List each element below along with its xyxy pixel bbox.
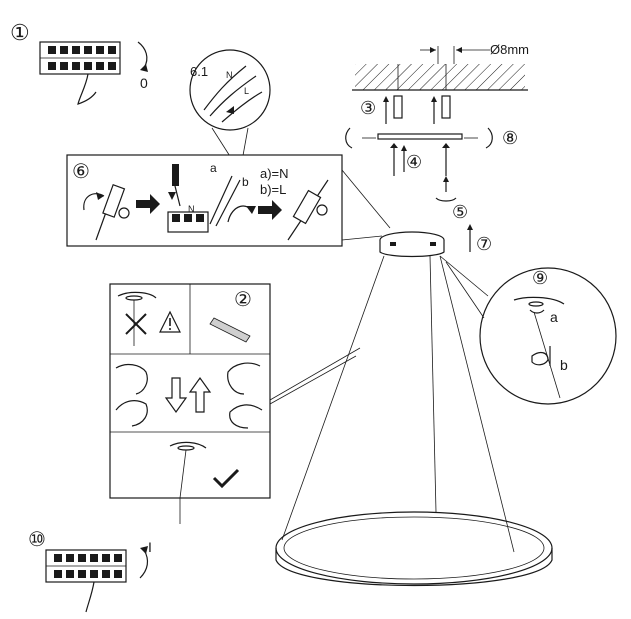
arrow-right-icon-2: [258, 200, 282, 220]
step-8-number: ⑧: [502, 128, 518, 148]
wall-plug-left: [393, 95, 403, 119]
arrow-up-icon: [188, 376, 212, 413]
step-6-wiring-panel: ⑥ N a b a)=N b)=L: [66, 154, 391, 247]
detail-6-1: 6.1 N L: [189, 49, 271, 173]
step-7-number: ⑦: [476, 234, 492, 254]
hand-left-top: [115, 363, 148, 395]
switch-on-label: I: [148, 539, 152, 555]
wire-l-label: L: [244, 86, 249, 96]
pendant-lamp: [275, 231, 553, 587]
wire-b-label: b: [242, 175, 249, 189]
hand-right-bottom: [229, 404, 263, 429]
hand-right-top: [227, 362, 261, 395]
wall-plug-right: [441, 95, 451, 119]
step-5-number: ⑤: [452, 202, 468, 222]
switch-off-label: 0: [140, 75, 148, 91]
ceiling-hatch: [355, 64, 525, 90]
screw-rotate-icon: [435, 197, 457, 202]
step-6-number: ⑥: [72, 161, 90, 183]
step-4-number: ④: [406, 152, 422, 172]
step-2-number: ②: [234, 289, 252, 311]
drill-diameter: Ø8mm: [490, 42, 529, 57]
wire-1: [281, 255, 385, 541]
step-3-number: ③: [360, 98, 376, 118]
wire-n-label: N: [226, 70, 233, 80]
step-6-1-number: 6.1: [190, 64, 208, 79]
rotate-right-icon: [485, 127, 493, 149]
ceiling-mounting: Ø8mm ③ ⑧ ④ ⑤ ⑦: [345, 42, 529, 254]
detail-b-label: b: [560, 357, 568, 373]
warning-icon: [159, 310, 181, 333]
step-2-panel: ②: [109, 283, 361, 524]
mounting-bracket: [377, 133, 463, 140]
rotate-down-arrow-icon: [137, 41, 148, 69]
connector-n: N: [188, 204, 195, 214]
legend-a: a)=N: [260, 166, 289, 181]
legend-b: b)=L: [260, 182, 286, 197]
hand-icon-2: [85, 581, 95, 613]
led-ring-inner: [283, 516, 545, 580]
cross-icon: [125, 313, 147, 335]
fuse-switches: [48, 46, 116, 70]
step-1-number: ①: [10, 20, 30, 45]
step-9-number: ⑨: [532, 268, 548, 288]
check-icon: [212, 468, 240, 489]
step-1-fusebox-off: ① 0: [10, 20, 148, 105]
detail-a-label: a: [550, 309, 558, 325]
step-10-fusebox-on: ⑩ I: [28, 529, 152, 613]
rotate-left-icon: [345, 127, 353, 149]
cable-cover: [102, 184, 126, 218]
led-ring-outer: [275, 511, 553, 585]
hand-icon: [77, 73, 97, 105]
packing-strip: [209, 317, 251, 343]
fuse-switches-2: [54, 554, 122, 578]
detail-9: ⑨ a b: [439, 255, 617, 405]
wire-3: [429, 255, 437, 513]
wire-2: [439, 255, 515, 553]
arrow-right-icon: [136, 194, 160, 214]
screwdriver-icon: [172, 164, 179, 186]
hand-left-bottom: [115, 400, 148, 427]
arrow-down-icon: [164, 377, 188, 414]
step-10-number: ⑩: [28, 529, 46, 551]
rotate-up-arrow-icon: [139, 549, 149, 579]
closed-cover: [292, 189, 322, 225]
wire-a-label: a: [210, 161, 217, 175]
